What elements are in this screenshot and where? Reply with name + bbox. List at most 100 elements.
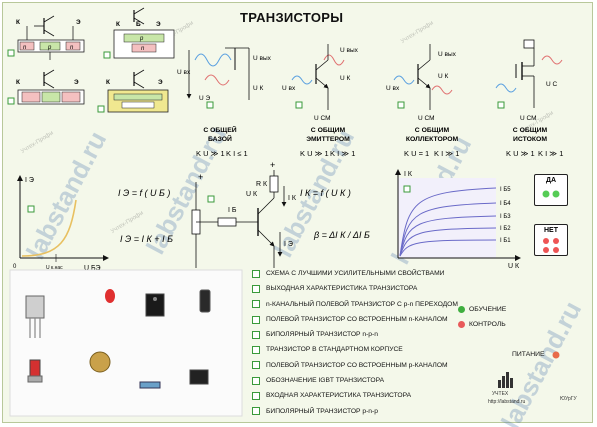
caption-common-collector-line1: С ОБЩИМ xyxy=(415,127,450,134)
label-b: Б xyxy=(136,21,141,28)
label-u-k: U К xyxy=(246,191,258,198)
question-checkbox[interactable] xyxy=(252,392,260,401)
label-u-out: U вых xyxy=(438,51,457,58)
curve-label-ib3: I Б3 xyxy=(500,214,511,220)
circuit-common-collector: U вх U вых U К U СМ xyxy=(386,44,457,122)
label-e: Э xyxy=(158,79,163,86)
input-characteristic: I Э U БЭ U к.нас 0 xyxy=(13,175,109,272)
label-p: p xyxy=(47,45,52,51)
caption-common-collector-line2: КОЛЛЕКТОРОМ xyxy=(406,136,459,143)
coef-ku: K U ≫ 1 xyxy=(196,149,225,158)
label-u-cm: U СМ xyxy=(418,115,435,122)
question-item[interactable]: n-КАНАЛЬНЫЙ ПОЛЕВОЙ ТРАНЗИСТОР С p-n ПЕР… xyxy=(252,297,458,312)
resistor xyxy=(139,381,161,389)
formula-ik: I К = f ( U К ) xyxy=(300,188,351,198)
label-n: n xyxy=(23,45,27,51)
legend-learn: ОБУЧЕНИЕ xyxy=(458,306,506,313)
label-n: n xyxy=(141,46,145,52)
label-k: К xyxy=(16,19,20,26)
question-item[interactable]: ВЫХОДНАЯ ХАРАКТЕРИСТИКА ТРАНЗИСТОРА xyxy=(252,281,458,296)
label-e: Э xyxy=(74,79,79,86)
question-checkbox[interactable] xyxy=(252,269,260,278)
output-characteristic: I К U К I Б5 I Б4 I Б3 I Б2 I Б1 xyxy=(395,169,521,270)
answer-no-box[interactable]: НЕТ xyxy=(534,224,568,256)
question-item[interactable]: ПОЛЕВОЙ ТРАНЗИСТОР СО ВСТРОЕННЫМ n-КАНАЛ… xyxy=(252,312,458,327)
question-item[interactable]: ВХОДНАЯ ХАРАКТЕРИСТИКА ТРАНЗИСТОРА xyxy=(252,388,458,403)
question-item[interactable]: ПОЛЕВОЙ ТРАНЗИСТОР СО ВСТРОЕННЫМ p-КАНАЛ… xyxy=(252,358,458,373)
coef-ku: K U = 1 xyxy=(404,149,429,158)
label-u-k: U К xyxy=(253,85,264,92)
circuit-checkbox[interactable] xyxy=(497,101,505,109)
label-u-in: U вх xyxy=(177,69,191,76)
formula-beta: β = ΔI К / ΔI Б xyxy=(313,230,370,240)
led-red xyxy=(105,289,115,303)
label-u-cm: U СМ xyxy=(520,115,537,122)
question-checkbox[interactable] xyxy=(252,284,260,293)
coef-ku: K U ≫ 1 xyxy=(506,149,535,158)
transistor-to220 xyxy=(25,295,45,338)
question-checkbox[interactable] xyxy=(252,376,260,385)
chart-checkbox[interactable] xyxy=(27,205,35,213)
legend-power: ПИТАНИЕ xyxy=(512,351,545,358)
axis-label-uk: U К xyxy=(508,263,520,270)
question-checkbox[interactable] xyxy=(252,346,260,355)
footer-brand: ЮУрГУ xyxy=(560,396,577,402)
question-item[interactable]: СХЕМА С ЛУЧШИМИ УСИЛИТЕЛЬНЫМИ СВОЙСТВАМИ xyxy=(252,266,458,281)
circuit-checkbox[interactable] xyxy=(206,101,214,109)
circuit-coefficients: K U ≫ 1 K I ≤ 1 K U ≫ 1 K I ≫ 1 K U = 1 … xyxy=(196,149,563,158)
control-led-icon xyxy=(458,321,465,328)
circuit-common-base: U вх U вых U К U Э xyxy=(177,47,272,109)
question-list: СХЕМА С ЛУЧШИМИ УСИЛИТЕЛЬНЫМИ СВОЙСТВАМИ… xyxy=(252,266,458,419)
question-checkbox[interactable] xyxy=(252,330,260,339)
question-checkbox[interactable] xyxy=(252,300,260,309)
transistor-structure-4: К Э xyxy=(97,69,169,113)
label-u-nas: U к.нас xyxy=(46,265,63,271)
schematic-checkbox[interactable] xyxy=(207,195,215,203)
structure-checkbox[interactable] xyxy=(103,51,111,59)
label-plus: + xyxy=(270,160,275,170)
formula-sum: I Э = I К + I Б xyxy=(120,234,173,244)
structure-checkbox[interactable] xyxy=(7,49,15,57)
footer-logo xyxy=(498,372,513,388)
question-item[interactable]: ОБОЗНАЧЕНИЕ IGBT ТРАНЗИСТОРА xyxy=(252,373,458,388)
label-p: p xyxy=(139,36,144,42)
coef-ki: K I ≫ 1 xyxy=(434,149,459,158)
label-rk: R К xyxy=(256,181,268,188)
question-checkbox[interactable] xyxy=(252,315,260,324)
question-checkbox[interactable] xyxy=(252,407,260,416)
structure-checkbox[interactable] xyxy=(7,97,15,105)
transistor-black xyxy=(145,293,165,317)
label-n: n xyxy=(70,45,74,51)
label-e: Э xyxy=(76,19,81,26)
question-item[interactable]: ТРАНЗИСТОР В СТАНДАРТНОМ КОРПУСЕ xyxy=(252,342,458,357)
transistor-structure-3: К Э xyxy=(7,69,85,105)
circuit-checkbox[interactable] xyxy=(397,101,405,109)
axis-label-ik: I К xyxy=(404,171,413,178)
structure-checkbox[interactable] xyxy=(97,105,105,113)
question-checkbox[interactable] xyxy=(252,361,260,370)
capacitor xyxy=(199,289,211,313)
circuit-checkbox[interactable] xyxy=(295,101,303,109)
toggle-switch xyxy=(27,359,43,383)
chart-checkbox[interactable] xyxy=(403,185,411,193)
circuit-common-source: U С U СМ xyxy=(495,39,563,122)
answer-yes-box[interactable]: ДА xyxy=(534,174,568,206)
poster-title: ТРАНЗИСТОРЫ xyxy=(240,10,344,25)
component-photos xyxy=(9,269,243,417)
question-item[interactable]: БИПОЛЯРНЫЙ ТРАНЗИСТОР p-n-p xyxy=(252,404,458,419)
label-ib: I Б xyxy=(228,207,237,214)
label-k: К xyxy=(16,79,20,86)
answer-yes-indicator xyxy=(542,190,560,198)
label-u-k: U К xyxy=(438,73,449,80)
coef-ki: K I ≫ 1 xyxy=(330,149,355,158)
coef-ki: K I ≫ 1 xyxy=(538,149,563,158)
label-u-out: U вых xyxy=(253,55,272,62)
amplifier-schematic: + + R К I К I Б I Э U К xyxy=(191,160,297,268)
coef-ki: K I ≤ 1 xyxy=(226,149,248,158)
transistor-structure-2: p n К Б Э xyxy=(103,7,175,59)
label-u-cm: U СМ xyxy=(314,115,331,122)
question-item[interactable]: БИПОЛЯРНЫЙ ТРАНЗИСТОР n-p-n xyxy=(252,327,458,342)
answer-no-label: НЕТ xyxy=(544,227,558,234)
